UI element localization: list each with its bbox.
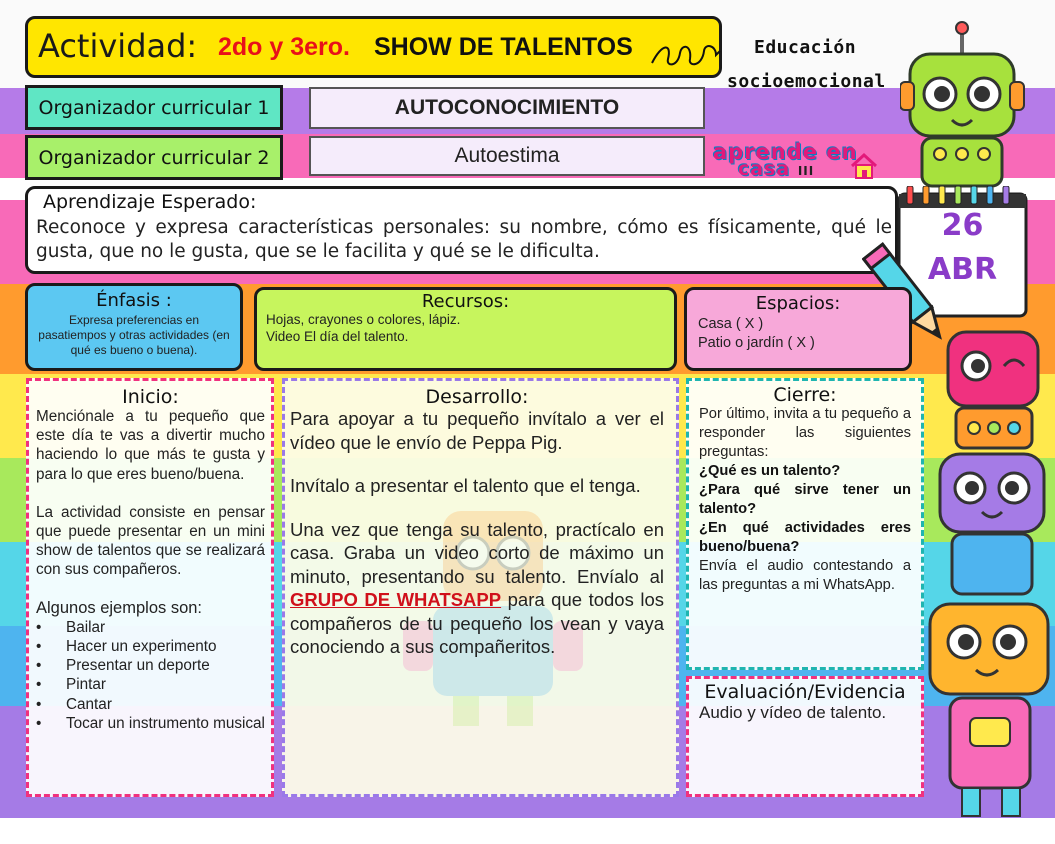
organizer-1-value: AUTOCONOCIMIENTO: [309, 87, 705, 129]
desarrollo-p1: Para apoyar a tu pequeño invítalo a ver …: [290, 408, 664, 453]
enfasis-text: Expresa preferencias en pasatiempos y ot…: [38, 313, 230, 357]
desarrollo-column: Desarrollo: Para apoyar a tu pequeño inv…: [282, 378, 679, 797]
organizer-2-label: Organizador curricular 2: [25, 135, 283, 180]
cierre-question-2: ¿Para qué sirve tener un talento?: [699, 482, 911, 517]
inicio-column: Inicio: Menciónale a tu pequeño que este…: [26, 378, 274, 797]
cierre-intro: Por último, invita a tu pequeño a respon…: [699, 406, 911, 460]
recursos-list: Hojas, crayones o colores, lápiz. Video …: [257, 311, 674, 345]
desarrollo-p3: Una vez que tenga su talento, practícalo…: [290, 518, 665, 658]
list-item: •Bailar: [36, 618, 106, 636]
espacios-line-2: Patio o jardín ( X ): [698, 335, 815, 351]
recursos-line-1: Hojas, crayones o colores, lápiz.: [266, 312, 461, 327]
espacios-title: Espacios:: [755, 293, 841, 314]
aprendizaje-text: Reconoce y expresa características perso…: [36, 217, 892, 262]
recursos-title: Recursos:: [421, 291, 510, 312]
espacios-list: Casa ( X ) Patio o jardín ( X ): [687, 315, 909, 353]
enfasis-box: Énfasis : Expresa preferencias en pasati…: [25, 283, 243, 371]
inicio-p1: Menciónale a tu pequeño que este día te …: [36, 408, 265, 483]
activity-title-bar: Actividad: 2do y 3ero. SHOW DE TALENTOS: [25, 16, 722, 78]
inicio-p2: La actividad consiste en pensar que pued…: [36, 503, 265, 579]
list-item: •Cantar: [36, 695, 112, 713]
logo-numeral: III: [797, 164, 815, 178]
desarrollo-title: Desarrollo:: [425, 386, 529, 408]
aprendizaje-esperado-box: Aprendizaje Esperado: Reconoce y expresa…: [25, 186, 898, 274]
pencil-icon: [862, 242, 942, 340]
cierre-question-3: ¿En qué actividades eres bueno/buena?: [699, 520, 911, 555]
area-line-2: socioemocional: [727, 71, 886, 92]
enfasis-title: Énfasis :: [96, 290, 172, 311]
espacios-line-1: Casa ( X ): [698, 316, 764, 332]
desarrollo-p2: Invítalo a presentar el talento que el t…: [290, 475, 641, 496]
bullet-icon: •: [36, 714, 42, 732]
inicio-examples-title: Algunos ejemplos son:: [36, 598, 203, 617]
organizer-1-label: Organizador curricular 1: [25, 85, 283, 130]
calendar-icon: [897, 186, 1028, 318]
evaluacion-column: Evaluación/Evidencia Audio y vídeo de ta…: [686, 676, 924, 797]
list-item: •Pintar: [36, 676, 106, 694]
logo-line-2: casa: [738, 158, 791, 180]
activity-name: SHOW DE TALENTOS: [374, 33, 633, 61]
cierre-title: Cierre:: [773, 384, 837, 406]
list-item: •Hacer un experimento: [36, 638, 217, 656]
cierre-closing: Envía el audio contestando a las pregunt…: [699, 558, 911, 593]
espacios-box: Espacios: Casa ( X ) Patio o jardín ( X …: [684, 287, 912, 371]
aprende-en-casa-logo-2: casa III: [738, 158, 814, 180]
house-icon: [850, 152, 878, 179]
swirl-decoration-icon: [651, 45, 721, 66]
robots-stack-icon: [928, 330, 1050, 817]
organizer-2-value: Autoestima: [309, 136, 705, 176]
recursos-box: Recursos: Hojas, crayones o colores, láp…: [254, 287, 677, 371]
inicio-examples-list: •Bailar •Hacer un experimento •Presentar…: [36, 618, 265, 733]
logo-line-1: aprende en: [713, 140, 858, 164]
bullet-icon: •: [36, 676, 42, 694]
bullet-icon: •: [36, 695, 42, 713]
activity-grade: 2do y 3ero.: [218, 33, 350, 61]
robot-watermark-icon: [403, 511, 583, 726]
bullet-icon: •: [36, 657, 42, 675]
list-item: •Presentar un deporte: [36, 657, 210, 675]
cierre-column: Cierre: Por último, invita a tu pequeño …: [686, 378, 924, 670]
aprendizaje-title: Aprendizaje Esperado:: [43, 191, 257, 213]
calendar-day: 26: [941, 208, 984, 243]
area-line-1: Educación: [754, 37, 857, 58]
inicio-title: Inicio:: [122, 386, 179, 408]
evaluacion-text: Audio y vídeo de talento.: [699, 703, 887, 722]
whatsapp-group-link[interactable]: GRUPO DE WHATSAPP: [290, 589, 502, 610]
robot-top-icon: [900, 21, 1025, 188]
bullet-icon: •: [36, 618, 42, 636]
calendar-month: ABR: [927, 252, 998, 287]
calendar-widget: 26 ABR: [895, 186, 1030, 321]
recursos-line-2: Video El día del talento.: [266, 329, 409, 344]
cierre-question-1: ¿Qué es un talento?: [699, 463, 841, 479]
activity-label: Actividad:: [38, 27, 198, 65]
bullet-icon: •: [36, 638, 42, 656]
evaluacion-title: Evaluación/Evidencia: [704, 681, 906, 703]
aprende-en-casa-logo: aprende en: [713, 140, 858, 164]
list-item: •Tocar un instrumento musical: [36, 714, 265, 732]
